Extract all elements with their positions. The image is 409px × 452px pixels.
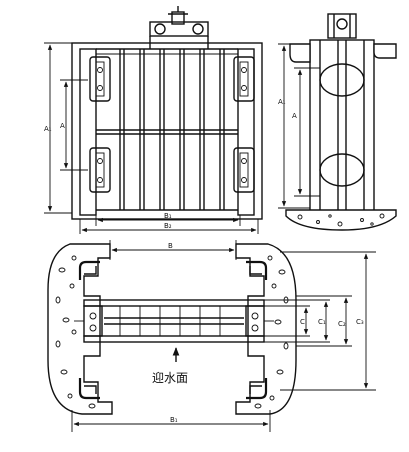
front-wheels xyxy=(89,56,255,193)
dim-plan-c3: C₃ xyxy=(280,251,376,391)
label-front-a: A xyxy=(60,122,65,130)
front-left-guide xyxy=(79,48,97,216)
dim-plan-b1: B₁ xyxy=(71,410,271,432)
label-side-a1: A₁ xyxy=(278,98,286,106)
dim-plan-c1: C₁ xyxy=(264,299,330,343)
label-front-a1: A₁ xyxy=(44,125,52,133)
dim-front-a: A xyxy=(60,79,88,171)
side-hoist xyxy=(327,13,357,39)
label-plan-b: B xyxy=(168,242,173,250)
label-side-a: A xyxy=(292,112,297,120)
dim-plan-c2: C₂ xyxy=(296,295,352,347)
label-front-b2: B₂ xyxy=(164,222,172,230)
dim-front-b1: B₁ xyxy=(95,212,241,226)
dim-plan-c: C xyxy=(264,305,310,337)
label-plan-c: C xyxy=(300,318,305,326)
label-plan-c3: C₃ xyxy=(356,318,364,326)
dim-front-a1: A₁ xyxy=(44,42,72,214)
plan-view: 迎水面 B B₁ C C₁ xyxy=(47,240,376,432)
lifting-lug xyxy=(149,6,209,49)
label-plan-b1: B₁ xyxy=(170,416,178,424)
label-plan-c2: C₂ xyxy=(338,320,346,328)
side-lower-wheel xyxy=(319,153,365,187)
plan-gate-leaf xyxy=(74,299,274,343)
plan-right-pier xyxy=(235,243,297,415)
front-elevation: A₁ A B₁ B₂ xyxy=(44,6,263,234)
flow-direction-label: 迎水面 xyxy=(152,371,188,385)
dim-front-b2: B₂ xyxy=(79,219,259,234)
side-elevation: A₁ A xyxy=(278,13,397,231)
side-concrete-base xyxy=(285,209,397,231)
dim-side-a1: A₁ xyxy=(278,43,310,209)
dim-plan-b: B xyxy=(109,240,237,260)
side-upper-wheel xyxy=(319,63,365,97)
front-right-guide xyxy=(237,48,255,216)
dim-side-a: A xyxy=(292,67,320,197)
plan-guide-hooks xyxy=(78,260,268,400)
label-plan-c1: C₁ xyxy=(318,318,326,326)
concrete-aggregate xyxy=(55,255,289,409)
label-front-b1: B₁ xyxy=(164,212,172,220)
